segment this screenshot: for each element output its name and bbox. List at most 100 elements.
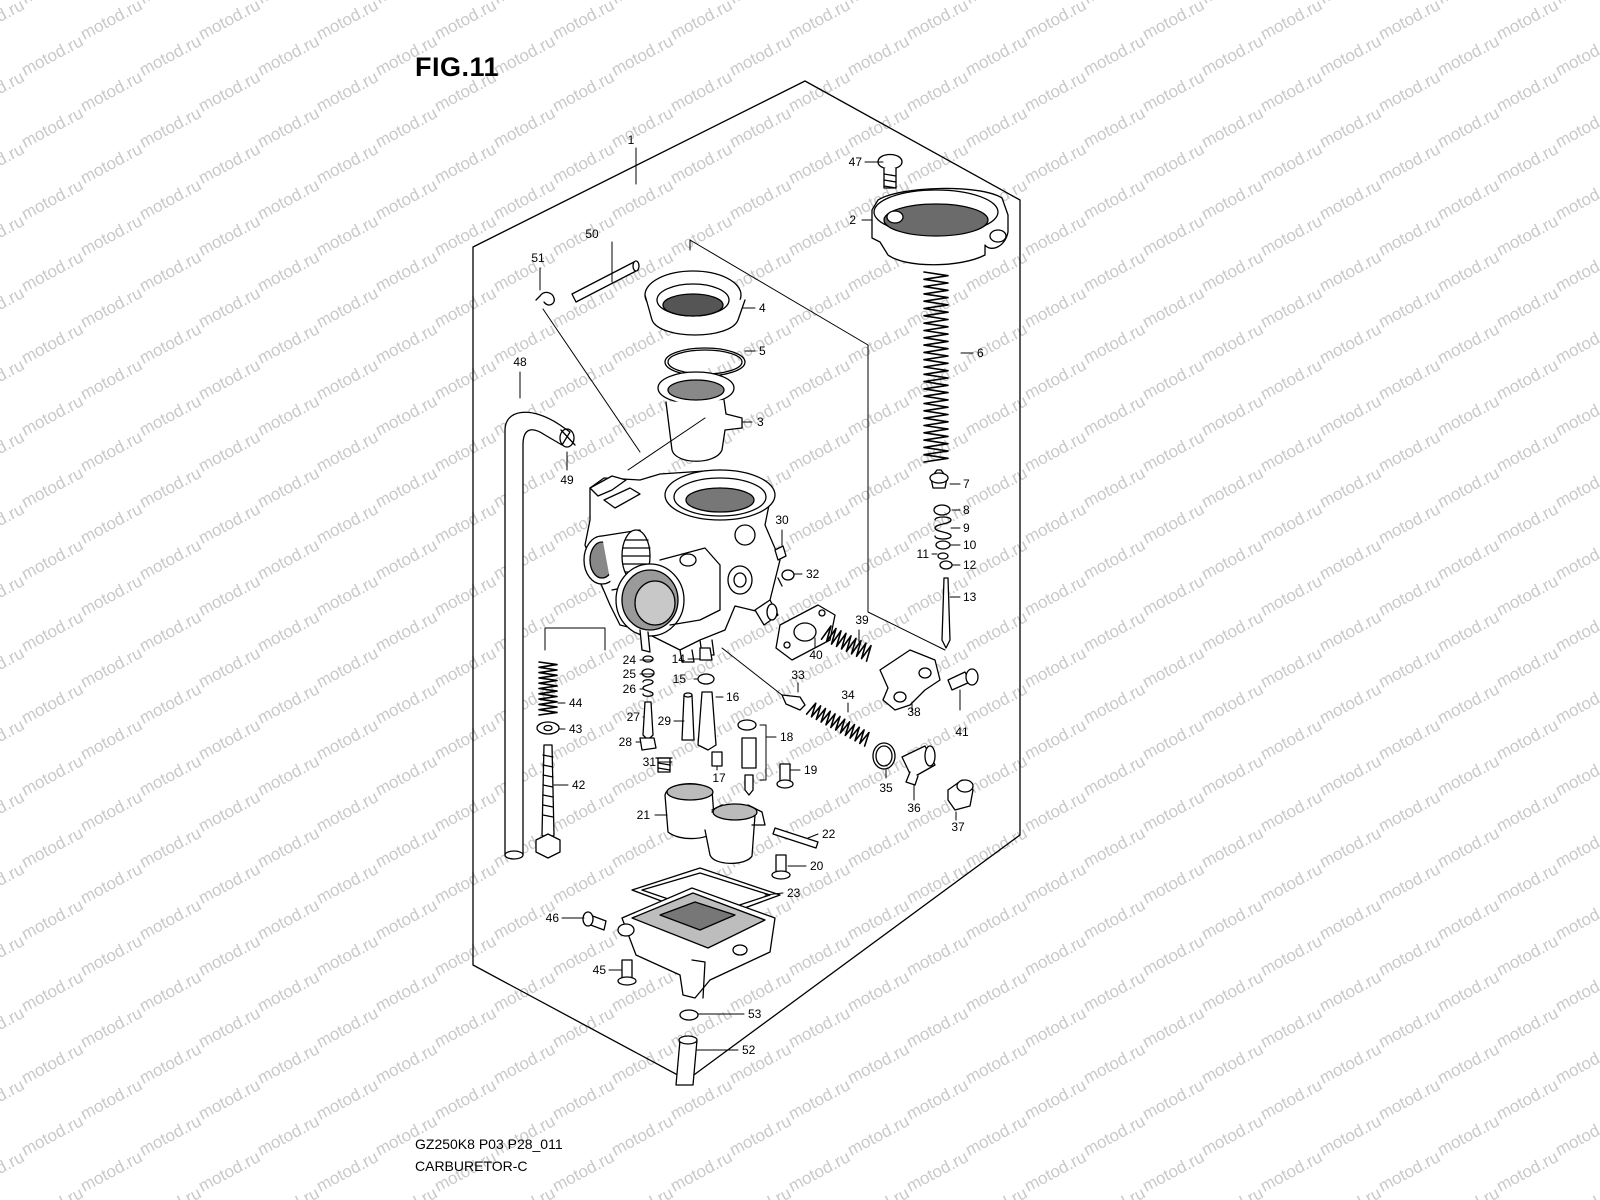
assembly-outline	[472, 80, 1021, 1081]
part-18-needle-valve	[737, 719, 757, 796]
diagram-code: GZ250K8 P03 P28_011	[415, 1136, 563, 1152]
part-13-needle	[941, 577, 951, 649]
part-label-13: 13	[963, 590, 977, 604]
part-22-pin	[772, 827, 819, 849]
part-31-jet	[655, 757, 673, 773]
part-6-spring	[923, 271, 949, 463]
part-34-spring	[805, 702, 870, 747]
part-label-22: 22	[822, 827, 836, 841]
part-label-49: 49	[560, 473, 574, 487]
part-label-4: 4	[759, 301, 766, 315]
part-15-o-ring	[697, 673, 715, 685]
part-label-6: 6	[977, 346, 984, 360]
part-19-screw	[776, 763, 794, 789]
diagram-caption: CARBURETOR-C	[415, 1158, 528, 1174]
part-label-21: 21	[637, 808, 651, 822]
part-41-screw	[947, 668, 979, 691]
part-label-2: 2	[849, 213, 856, 227]
part-40-gasket	[775, 604, 836, 661]
part-label-45: 45	[593, 963, 607, 977]
part-7-needle-holder	[929, 469, 949, 489]
part-label-43: 43	[569, 722, 583, 736]
part-label-53: 53	[748, 1007, 762, 1021]
part-label-19: 19	[804, 763, 818, 777]
part-label-10: 10	[963, 538, 977, 552]
part-label-51: 51	[531, 251, 545, 265]
part-label-3: 3	[757, 415, 764, 429]
part-50-tube	[571, 261, 639, 303]
part-9-spring	[934, 516, 952, 540]
part-51-clip	[535, 291, 555, 306]
part-label-31: 31	[643, 755, 657, 769]
part-label-7: 7	[963, 477, 970, 491]
part-label-39: 39	[855, 613, 869, 627]
part-42-screw	[535, 744, 561, 859]
part-28-plug	[639, 737, 657, 751]
part-label-15: 15	[673, 672, 687, 686]
part-48-hose	[504, 411, 571, 856]
part-label-40: 40	[809, 648, 823, 662]
part-14-jet	[699, 647, 713, 661]
part-label-44: 44	[569, 696, 583, 710]
part-4-diaphragm	[644, 270, 746, 336]
part-label-42: 42	[572, 778, 586, 792]
part-32-screw	[777, 569, 795, 587]
part-label-32: 32	[806, 567, 820, 581]
part-label-14: 14	[672, 652, 686, 666]
part-52-hose	[675, 1039, 698, 1086]
part-3-piston	[657, 371, 743, 462]
part-21-float	[664, 783, 766, 865]
part-46-screw	[582, 911, 607, 931]
part-12-washer	[939, 560, 953, 570]
part-label-36: 36	[907, 801, 921, 815]
part-29-jet	[681, 694, 695, 741]
part-49-clip	[559, 428, 575, 448]
part-43-washer	[536, 721, 560, 735]
part-38-bracket	[879, 649, 941, 711]
part-label-12: 12	[963, 558, 977, 572]
part-label-47: 47	[849, 155, 863, 169]
part-label-26: 26	[623, 682, 637, 696]
part-35-o-ring	[872, 742, 896, 770]
part-label-23: 23	[787, 886, 801, 900]
part-label-18: 18	[780, 730, 794, 744]
part-label-30: 30	[775, 513, 789, 527]
carburetor-body	[583, 469, 781, 663]
part-53-clip	[679, 1009, 699, 1021]
part-label-52: 52	[742, 1043, 756, 1057]
part-label-35: 35	[879, 781, 893, 795]
part-33-screw	[721, 647, 806, 711]
part-label-34: 34	[841, 688, 855, 702]
figure-title: FIG.11	[415, 52, 500, 82]
part-25-washer	[641, 668, 655, 678]
part-label-20: 20	[810, 859, 824, 873]
part-26-spring	[642, 679, 654, 697]
part-10-washer	[935, 540, 951, 550]
part-label-29: 29	[658, 714, 672, 728]
part-label-11: 11	[917, 547, 930, 561]
part-label-8: 8	[963, 503, 970, 517]
part-label-9: 9	[963, 521, 970, 535]
part-24-o-ring	[642, 655, 654, 663]
part-label-27: 27	[627, 710, 641, 724]
part-30-plug	[774, 545, 787, 561]
part-label-48: 48	[513, 355, 527, 369]
float-bowl	[617, 887, 776, 999]
leader-lines	[519, 147, 974, 1051]
part-label-38: 38	[907, 705, 921, 719]
part-17-jet	[711, 751, 723, 767]
part-37-cap	[947, 779, 974, 811]
part-2-cap	[871, 187, 1009, 266]
part-label-41: 41	[955, 725, 969, 739]
part-label-46: 46	[546, 911, 560, 925]
part-label-1: 1	[628, 133, 635, 147]
part-label-24: 24	[623, 653, 637, 667]
part-11-clip	[937, 552, 949, 560]
part-27-needle	[642, 701, 654, 741]
part-45-screw	[617, 959, 637, 986]
part-39-spring	[820, 625, 872, 662]
part-label-37: 37	[951, 820, 965, 834]
part-label-16: 16	[726, 690, 740, 704]
part-16-needle-jet	[697, 691, 717, 751]
